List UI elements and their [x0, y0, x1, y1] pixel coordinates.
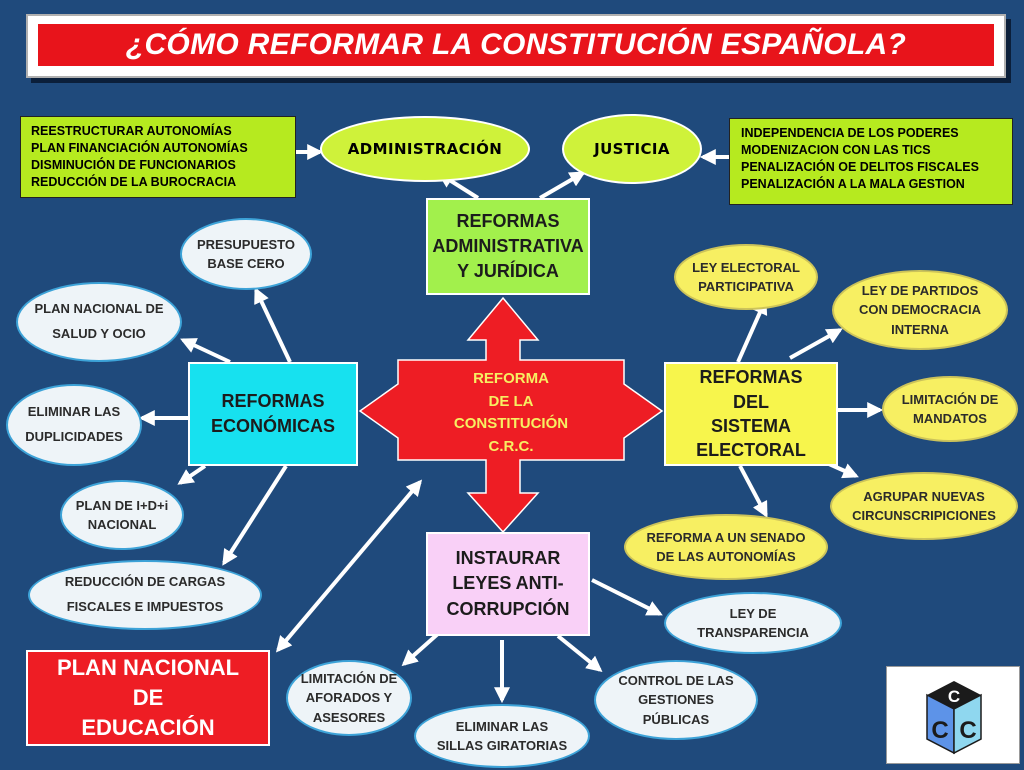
center-label: REFORMA DE LA CONSTITUCIÓN C.R.C. — [453, 370, 569, 455]
sillas-oval: ELIMINAR LAS SILLAS GIRATORIAS — [414, 704, 590, 768]
reformas-electoral-box: REFORMAS DEL SISTEMA ELECTORAL — [664, 362, 838, 466]
admin-list-item: DISMINUCIÓN DE FUNCIONARIOS — [31, 158, 236, 172]
title-banner: ¿CÓMO REFORMAR LA CONSTITUCIÓN ESPAÑOLA? — [26, 14, 1006, 78]
logo-letter-right: C — [959, 717, 976, 744]
arrow-to-presupuesto — [254, 287, 292, 363]
plan-educacion-box: PLAN NACIONAL DE EDUCACIÓN — [26, 650, 270, 746]
transparencia-oval: LEY DE TRANSPARENCIA — [664, 592, 842, 654]
salud-oval: PLAN NACIONAL DE SALUD Y OCIO — [16, 282, 182, 362]
admin-list-item: PLAN FINANCIACIÓN AUTONOMÍAS — [31, 141, 248, 155]
arrow-educacion-center — [275, 479, 423, 653]
arrow-to-aforados — [401, 630, 442, 667]
page-title: ¿CÓMO REFORMAR LA CONSTITUCIÓN ESPAÑOLA? — [125, 28, 907, 61]
cargas-oval: REDUCCIÓN DE CARGAS FISCALES E IMPUESTOS — [28, 560, 262, 630]
aforados-oval: LIMITACIÓN DE AFORADOS Y ASESORES — [286, 660, 412, 736]
title-banner-inner: ¿CÓMO REFORMAR LA CONSTITUCIÓN ESPAÑOLA? — [36, 22, 996, 68]
anticorrupcion-box: INSTAURAR LEYES ANTI- CORRUPCIÓN — [426, 532, 590, 636]
logo-letter-left: C — [931, 717, 948, 744]
center-box — [435, 362, 585, 458]
justice-list-item: PENALIZACIÓN A LA MALA GESTION — [741, 177, 965, 191]
arrow-to-gestiones — [556, 634, 603, 673]
duplicidades-oval: ELIMINAR LAS DUPLICIDADES — [6, 384, 142, 466]
arrow-to-ley-electoral — [736, 298, 768, 363]
reformas-economicas-box: REFORMAS ECONÓMICAS — [188, 362, 358, 466]
circunscripciones-oval: AGRUPAR NUEVAS CIRCUNSCRIPICIONES — [830, 472, 1018, 540]
presupuesto-oval: PRESUPUESTO BASE CERO — [180, 218, 312, 290]
arrow-to-transparencia — [591, 578, 663, 616]
justice-list-item: MODENIZACION CON LAS TICS — [741, 143, 931, 157]
senado-oval: REFORMA A UN SENADO DE LAS AUTONOMÍAS — [624, 514, 828, 580]
arrow-to-salud — [180, 338, 231, 364]
ley-partidos-oval: LEY DE PARTIDOS CON DEMOCRACIA INTERNA — [832, 270, 1008, 350]
gestiones-oval: CONTROL DE LAS GESTIONES PÚBLICAS — [594, 660, 758, 740]
idi-oval: PLAN DE I+D+i NACIONAL — [60, 480, 184, 550]
ley-electoral-oval: LEY ELECTORAL PARTICIPATIVA — [674, 244, 818, 310]
justice-list-item: PENALIZACIÓN OE DELITOS FISCALES — [741, 160, 979, 174]
crc-logo: C C C — [886, 666, 1020, 764]
cube-logo-icon: C C C — [926, 681, 982, 755]
arrow-to-justicia — [538, 171, 586, 200]
justice-list-item: INDEPENDENCIA DE LOS PODERES — [741, 126, 959, 140]
reformas-administrativa-box: REFORMAS ADMINISTRATIVA Y JURÍDICA — [426, 198, 590, 295]
limitacion-mandatos-oval: LIMITACIÓN DE MANDATOS — [882, 376, 1018, 442]
admin-list-item: REESTRUCTURAR AUTONOMÍAS — [31, 124, 232, 138]
arrow-to-idi — [177, 464, 207, 485]
arrow-to-cargas — [222, 464, 288, 566]
logo-letter-top: C — [948, 687, 960, 706]
arrow-to-senado — [738, 465, 768, 518]
administracion-oval: ADMINISTRACIÓN — [320, 116, 530, 182]
justicia-oval: JUSTICIA — [562, 114, 702, 184]
admin-list-item: REDUCCIÓN DE LA BUROCRACIA — [31, 175, 237, 189]
justice-list-box: INDEPENDENCIA DE LOS PODERES MODENIZACIO… — [729, 118, 1013, 205]
arrow-to-ley-partidos — [789, 328, 843, 360]
admin-list-box: REESTRUCTURAR AUTONOMÍAS PLAN FINANCIACI… — [20, 116, 296, 198]
